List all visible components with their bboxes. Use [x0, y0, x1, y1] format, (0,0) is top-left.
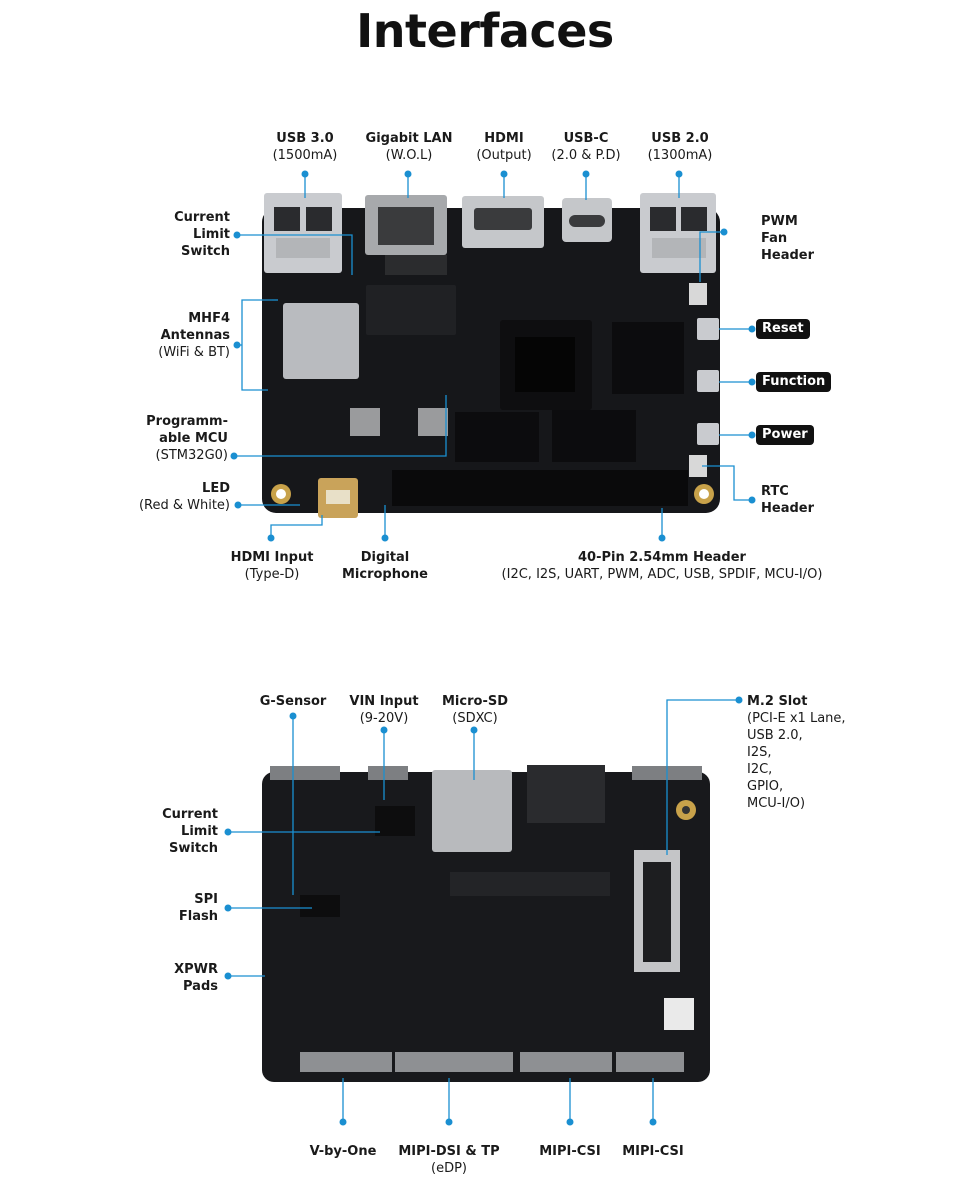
top-board — [262, 193, 720, 518]
label-spi-flash: SPI Flash — [178, 892, 218, 924]
label-current-limit-top: Current Limit Switch — [174, 210, 230, 259]
usb2-port — [640, 193, 716, 273]
tag-reset: Reset — [756, 319, 810, 339]
label-usbc: USB-C (2.0 & P.D) — [551, 131, 621, 163]
label-led: LED (Red & White) — [138, 481, 230, 513]
label-vbyone: V-by-One — [309, 1144, 377, 1159]
tag-function: Function — [756, 372, 832, 392]
label-lan: Gigabit LAN (W.O.L) — [365, 131, 453, 163]
gpio-header — [392, 470, 688, 506]
label-mcu: Programm- able MCU (STM32G0) — [146, 414, 228, 463]
label-gsensor: G-Sensor — [259, 694, 327, 709]
label-m2: M.2 Slot (PCI-E x1 Lane, USB 2.0, I2S, I… — [747, 694, 846, 811]
label-current-limit-bottom: Current Limit Switch — [162, 807, 218, 856]
usb3-port — [264, 193, 342, 273]
label-vin: VIN Input (9-20V) — [349, 694, 419, 726]
label-usb3: USB 3.0 (1500mA) — [272, 131, 338, 163]
label-rtc: RTC Header — [761, 484, 815, 516]
label-pwm-fan: PWM Fan Header — [761, 214, 815, 263]
label-xpwr: XPWR Pads — [174, 962, 218, 994]
label-hdmi: HDMI (Output) — [476, 131, 532, 163]
label-digital-mic: Digital Microphone — [341, 550, 428, 582]
bottom-board — [262, 765, 710, 1082]
wifi-module — [283, 303, 359, 379]
label-microsd: Micro-SD (SDXC) — [442, 694, 508, 726]
label-mipi-dsi: MIPI-DSI & TP (eDP) — [398, 1144, 500, 1176]
microsd-slot — [432, 770, 512, 852]
label-mhf4: MHF4 Antennas (WiFi & BT) — [158, 311, 230, 360]
label-hdmi-input: HDMI Input (Type-D) — [230, 550, 314, 582]
label-mipi-csi-2: MIPI-CSI — [622, 1144, 684, 1159]
page-title: Interfaces — [356, 4, 614, 58]
label-40pin-header: 40-Pin 2.54mm Header (I2C, I2S, UART, PW… — [501, 550, 823, 582]
tag-power: Power — [756, 425, 814, 445]
label-usb2: USB 2.0 (1300mA) — [647, 131, 713, 163]
label-mipi-csi-1: MIPI-CSI — [539, 1144, 601, 1159]
